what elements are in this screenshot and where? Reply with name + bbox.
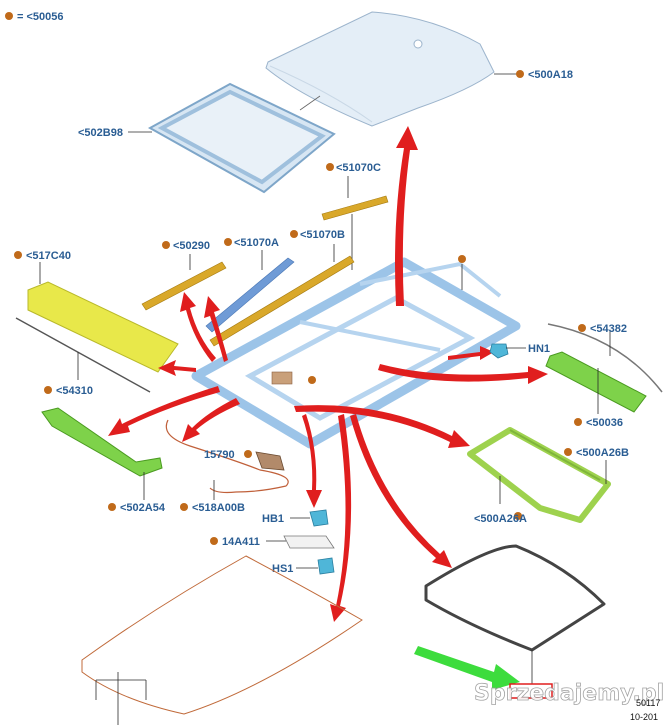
rear-frame xyxy=(467,427,611,523)
leader-dot-50036 xyxy=(574,418,582,426)
hb1-part xyxy=(309,509,329,527)
strip-54310 xyxy=(15,317,151,393)
legend-text: = <50056 xyxy=(17,11,64,23)
legend-dot xyxy=(5,12,13,20)
hs1-part xyxy=(317,557,335,575)
rail-b xyxy=(209,255,355,347)
label-wire-518a00b: <518A00B xyxy=(192,502,245,514)
side-rail-left xyxy=(41,407,163,477)
roof-panel xyxy=(265,11,495,127)
rail-c xyxy=(321,195,389,221)
label-roof-panel: <500A18 xyxy=(528,69,573,81)
leader-dot-502a54 xyxy=(108,503,116,511)
leader-dot-50290 xyxy=(162,241,170,249)
glass-seal-frame xyxy=(147,82,336,194)
leader-dot-rail-c xyxy=(326,163,334,171)
label-rail-c: <51070C xyxy=(336,162,381,174)
side-rail-right xyxy=(545,351,647,413)
label-bow-50290: <50290 xyxy=(173,240,210,252)
label-part-14a411: 14A411 xyxy=(222,536,260,548)
leader-dot-517c40 xyxy=(14,251,22,259)
footer-code-1: 50117 xyxy=(636,698,660,708)
strip-54382 xyxy=(547,323,663,393)
bottom-glass-seal xyxy=(424,544,606,652)
label-motor-15790: 15790 xyxy=(204,449,235,461)
motor-15790 xyxy=(255,451,285,471)
leader-dot-15790 xyxy=(244,450,252,458)
callout-box xyxy=(509,683,553,699)
label-rail-b: <51070B xyxy=(300,229,345,241)
label-front-panel: <517C40 xyxy=(26,250,71,262)
label-strip-54310: <54310 xyxy=(56,385,93,397)
label-rail-a: <51070A xyxy=(234,237,279,249)
leader-dot-frame-center xyxy=(308,376,316,384)
leader-dot-54382 xyxy=(578,324,586,332)
green-pointer-arrow xyxy=(414,646,520,690)
leader-dot-roof xyxy=(516,70,524,78)
leader-dot-14a411 xyxy=(210,537,218,545)
bow-50290 xyxy=(141,261,227,311)
leader-dot-54310 xyxy=(44,386,52,394)
label-hb1: HB1 xyxy=(262,513,284,525)
leader-dot-518a00b xyxy=(180,503,188,511)
wire-harness xyxy=(165,419,289,494)
rail-a xyxy=(205,257,295,333)
leader-dot-frame-top xyxy=(458,255,466,263)
leader-dot-500a26a xyxy=(514,512,522,520)
bracket-14a411 xyxy=(283,535,335,549)
leader-dot-500a26b xyxy=(564,448,572,456)
watermark-text: Sprzedajemy.pl xyxy=(474,681,664,706)
label-side-rail-left: <502A54 xyxy=(120,502,166,514)
label-side-rail-right: <50036 xyxy=(586,417,623,429)
label-frame-a26a: <500A26A xyxy=(474,513,527,525)
hn1-part xyxy=(489,343,509,359)
footer-code-2: 10-201 xyxy=(630,712,658,722)
main-roof-frame xyxy=(191,257,521,449)
red-arrows xyxy=(108,126,548,622)
label-hn1: HN1 xyxy=(528,343,550,355)
leader-dot-rail-b xyxy=(290,230,298,238)
headliner-outline xyxy=(81,555,363,715)
label-frame-a26b: <500A26B xyxy=(576,447,629,459)
label-hs1: HS1 xyxy=(272,563,293,575)
label-glass-seal: <502B98 xyxy=(78,127,123,139)
front-yellow-panel xyxy=(27,281,179,373)
leader-dot-rail-a xyxy=(224,238,232,246)
label-strip-54382: <54382 xyxy=(590,323,627,335)
